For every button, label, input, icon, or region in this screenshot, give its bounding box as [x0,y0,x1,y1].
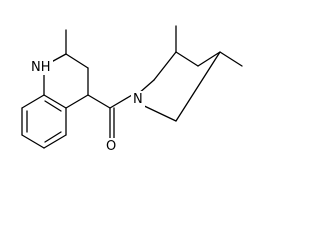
bond-pip-c3-c4 [175,51,199,67]
bond-pip-c4-c5 [197,51,221,67]
aromatic-double-bond-3 [44,100,62,112]
n-label-background [131,91,145,107]
nh-label: NH [31,60,51,75]
bond-c6-c5 [43,134,67,149]
bond-c2-c3 [65,53,89,69]
structure-diagram: NH N O [21,25,243,154]
bond-lines [21,25,243,149]
bond-carbonyl-n [109,94,133,109]
bond-c8a-c8 [21,94,45,109]
aromatic-double-bond-2 [44,131,62,143]
bond-pip-c5-c6 [175,51,221,122]
bond-c4-c4a [65,94,89,109]
bond-c7-c6 [21,134,45,149]
o-label: O [106,139,116,154]
atom-labels: NH N O [29,59,145,154]
bond-pip-c2-c3 [153,51,177,81]
bond-pip-c5-methyl [219,51,243,67]
o-label-background [104,138,118,154]
n-label: N [133,92,143,107]
bond-c4a-c8a [43,94,67,109]
bond-c4-carbonyl [87,94,111,109]
nh-label-background [29,59,53,75]
